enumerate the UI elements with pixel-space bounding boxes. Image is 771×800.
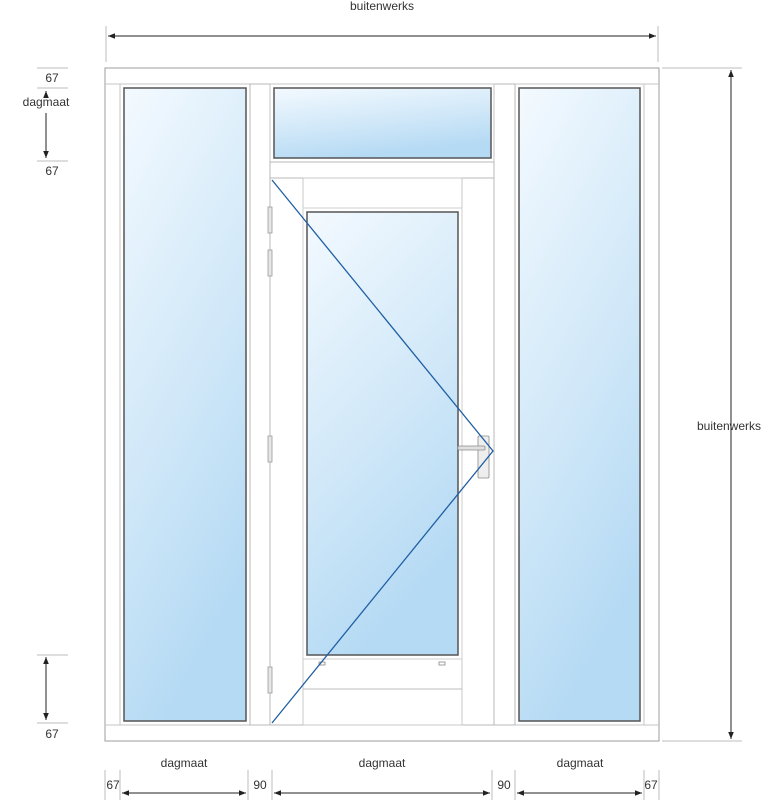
lever-handle-icon	[457, 435, 490, 479]
glass-bead	[518, 87, 641, 722]
right-mullion-width-value: 90	[497, 778, 511, 792]
hinge-icon	[267, 435, 273, 463]
right-mullion	[493, 83, 516, 726]
door-daylight-width-label: dagmaat	[359, 756, 406, 770]
hinge-icon	[267, 666, 273, 694]
transom-light	[269, 83, 495, 179]
door-sash-inner	[302, 207, 463, 660]
transom-bar	[269, 161, 495, 179]
daylight-height-label: dagmaat	[23, 95, 70, 109]
glass-pane	[124, 88, 246, 721]
left-frame-width-value: 67	[106, 778, 120, 792]
left-daylight-width-label: dagmaat	[161, 756, 208, 770]
right-height-dimension: buitenwerks	[662, 67, 761, 742]
glass-bead	[123, 87, 247, 722]
opening-direction-indicator	[271, 179, 494, 724]
glass-bead	[306, 211, 459, 656]
right-sidelight	[514, 83, 645, 726]
glass-pane	[274, 88, 491, 158]
right-daylight-width-label: dagmaat	[557, 756, 604, 770]
door-glass-pane	[307, 212, 458, 655]
bottom-dimensions: dagmaat dagmaat dagmaat 67 90 90 67	[104, 756, 660, 800]
glass-pane	[519, 88, 640, 721]
door-leaf	[267, 177, 495, 726]
drainage-slot	[438, 661, 446, 666]
outer-height-label: buitenwerks	[697, 419, 761, 433]
outer-width-label: buitenwerks	[350, 0, 414, 13]
hinge-icon	[267, 249, 273, 277]
left-sidelight	[119, 83, 251, 726]
hinge-icon	[267, 206, 273, 234]
glass-bead	[273, 87, 492, 159]
transom-depth-value: 67	[45, 164, 59, 178]
top-frame-depth-value: 67	[45, 71, 59, 85]
left-mullion-width-value: 90	[253, 778, 267, 792]
bottom-frame-depth-value: 67	[45, 727, 59, 741]
left-dimensions: 67 dagmaat 67 67	[23, 67, 70, 741]
right-frame-width-value: 67	[644, 778, 658, 792]
top-width-dimension: buitenwerks	[105, 0, 659, 62]
left-mullion	[249, 83, 271, 726]
